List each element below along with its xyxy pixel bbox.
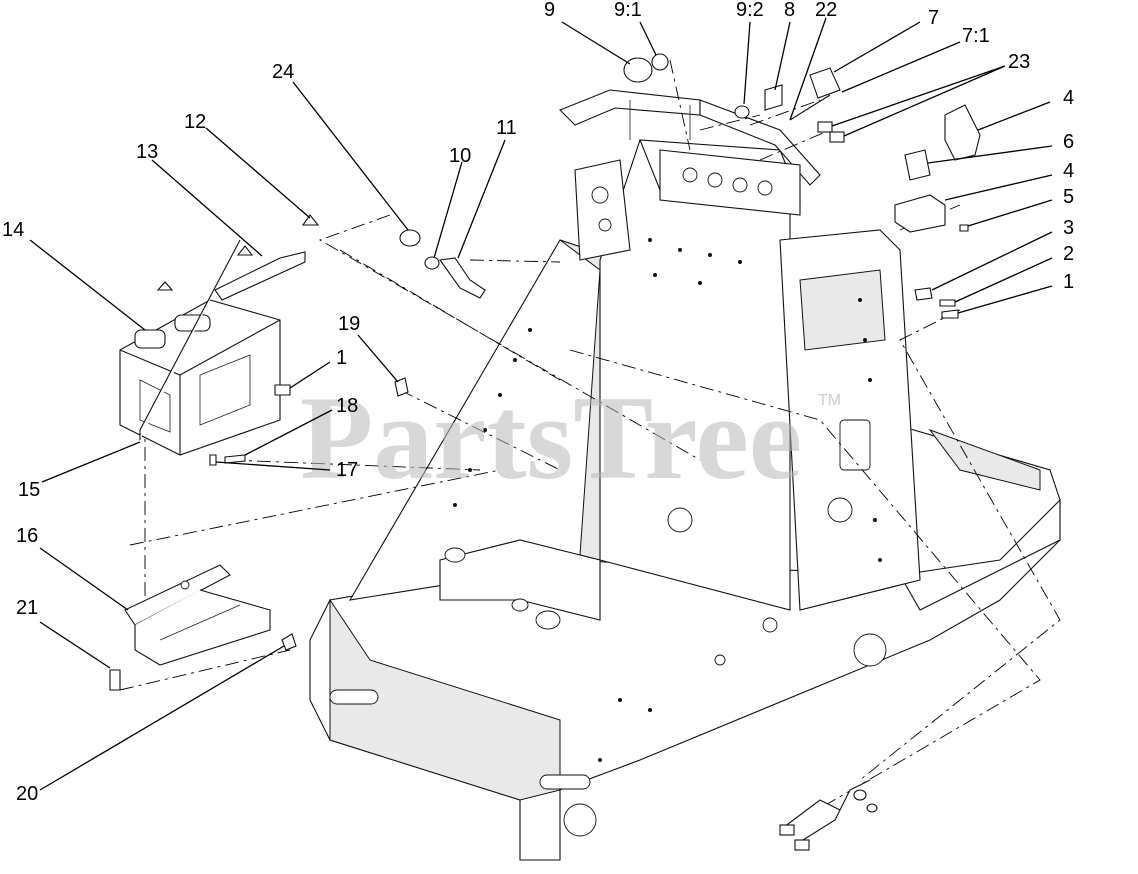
- callout-4-lower: 4: [1063, 160, 1074, 182]
- relay-blocks: [894, 104, 981, 233]
- callout-8: 8: [784, 0, 795, 21]
- leader-lines: [29, 17, 1053, 791]
- watermark-text: PartsTree: [300, 371, 802, 504]
- callout-2: 2: [1063, 243, 1074, 265]
- callout-9: 9: [544, 0, 555, 21]
- callout-13: 13: [136, 141, 158, 163]
- watermark-tm: TM: [818, 392, 841, 409]
- callout-23: 23: [1008, 51, 1030, 73]
- indicator-parts: [734, 67, 841, 121]
- callout-1-right: 1: [1063, 271, 1074, 293]
- frame-holes: [453, 238, 882, 762]
- wing-nuts: [156, 214, 320, 291]
- connectors: [817, 121, 845, 143]
- hold-down-bar: [214, 251, 306, 301]
- machine-frame: [309, 89, 1061, 861]
- callout-20: 20: [16, 783, 38, 805]
- assembly-lines: [114, 59, 1061, 821]
- battery-tray: [124, 564, 271, 666]
- callout-24: 24: [272, 61, 294, 83]
- bolts: [109, 224, 969, 691]
- callout-15: 15: [18, 479, 40, 501]
- callout-12: 12: [184, 111, 206, 133]
- callout-16: 16: [16, 525, 38, 547]
- callout-9-2: 9:2: [736, 0, 764, 21]
- callout-19: 19: [338, 313, 360, 335]
- callout-3: 3: [1063, 217, 1074, 239]
- callout-7-1: 7:1: [962, 25, 990, 47]
- callout-labels: 9 9:1 9:2 8 22 7 7:1 23 4 6 4 5 3 2 1 24…: [2, 0, 1074, 805]
- callout-11: 11: [496, 117, 517, 139]
- callout-17: 17: [336, 459, 358, 481]
- callout-6: 6: [1063, 131, 1074, 153]
- callout-9-1: 9:1: [614, 0, 642, 21]
- callout-18: 18: [336, 395, 358, 417]
- callout-7: 7: [928, 7, 939, 29]
- callout-5: 5: [1063, 186, 1074, 208]
- callout-14: 14: [2, 219, 24, 241]
- wire-harness: [779, 779, 878, 851]
- callout-4-top: 4: [1063, 87, 1074, 109]
- callout-1-left: 1: [336, 347, 347, 369]
- callout-10: 10: [449, 145, 471, 167]
- battery: [119, 299, 281, 456]
- clamp-and-grommet: [399, 229, 486, 299]
- key-switch: [623, 53, 669, 83]
- callout-22: 22: [815, 0, 837, 21]
- callout-21: 21: [16, 597, 38, 619]
